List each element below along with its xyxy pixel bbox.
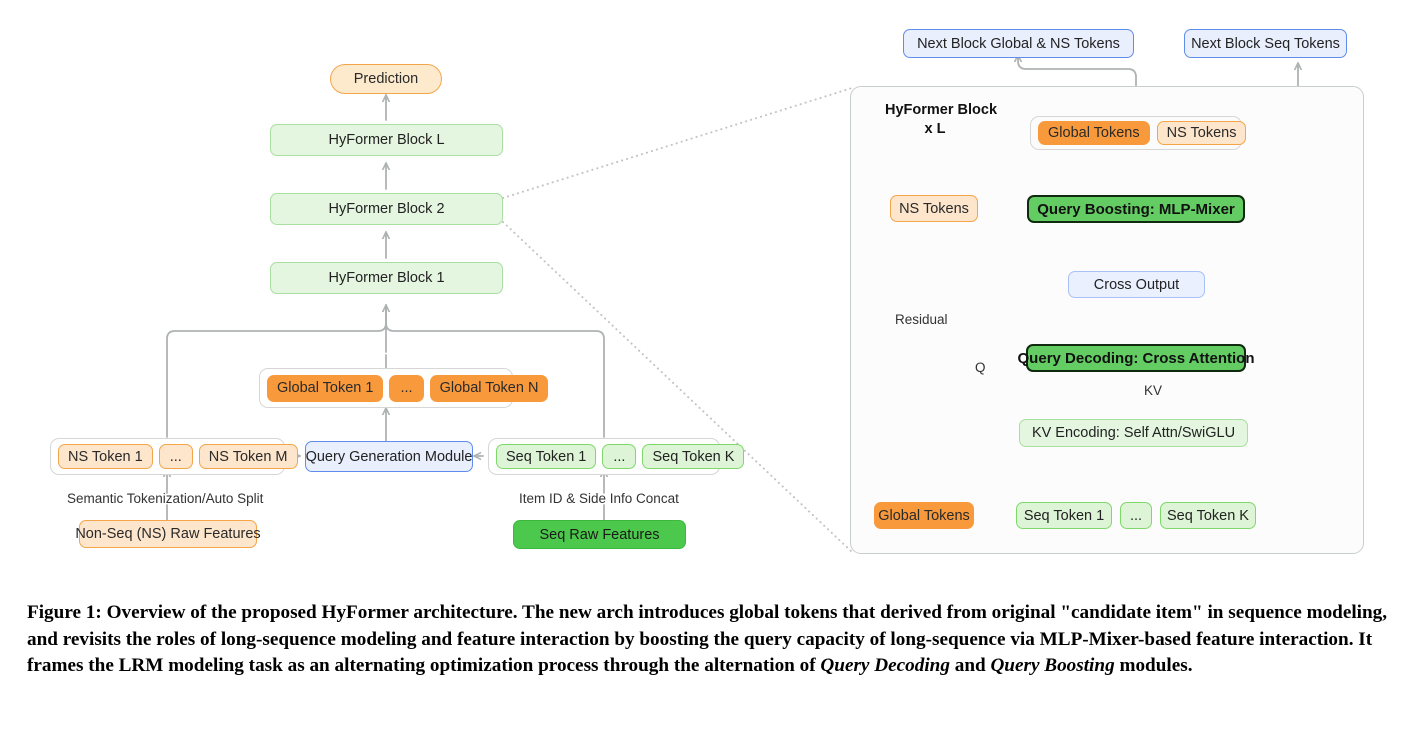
global-token-1[interactable]: Global Token 1	[267, 374, 384, 402]
seq-token-ellipsis[interactable]: ...	[602, 444, 637, 469]
ns-tokens-input[interactable]: NS Tokens	[890, 195, 978, 222]
panel-ns-tokens[interactable]: NS Tokens	[1156, 121, 1247, 145]
panel-title: HyFormer Block x L	[885, 101, 997, 139]
panel-title-line1: HyFormer Block	[885, 102, 998, 118]
query-boosting-mlp-mixer[interactable]: Query Boosting: MLP-Mixer	[1027, 195, 1245, 223]
seq-raw-features[interactable]: Seq Raw Features	[513, 520, 686, 549]
edge-label-q: Q	[975, 360, 986, 375]
ns-token-1[interactable]: NS Token 1	[58, 444, 153, 469]
query-generation-module[interactable]: Query Generation Module	[305, 441, 473, 472]
ns-raw-features[interactable]: Non-Seq (NS) Raw Features	[75, 520, 261, 548]
seq-token-k[interactable]: Seq Token K	[642, 444, 745, 469]
hyformer-block-1[interactable]: HyFormer Block 1	[270, 262, 503, 294]
kv-encoding-self-attn-swiglu[interactable]: KV Encoding: Self Attn/SwiGLU	[1019, 419, 1248, 447]
seq-token-1[interactable]: Seq Token 1	[496, 444, 597, 469]
panel-title-line2: x L	[924, 121, 946, 137]
panel-seq-token-k[interactable]: Seq Token K	[1160, 502, 1256, 529]
edge-label-kv: KV	[1144, 383, 1163, 398]
caption-prefix: Figure 1: Overview of the proposed HyFor…	[27, 602, 1388, 676]
caption-mid: and	[949, 655, 991, 676]
edge-label-residual: Residual	[895, 312, 948, 327]
next-block-global-ns-tokens[interactable]: Next Block Global & NS Tokens	[903, 29, 1134, 58]
ns-token-ellipsis[interactable]: ...	[158, 444, 193, 469]
caption-italic-2: Query Boosting	[990, 655, 1115, 676]
caption-italic-1: Query Decoding	[820, 655, 950, 676]
panel-seq-token-1[interactable]: Seq Token 1	[1016, 502, 1112, 529]
hyformer-block-l[interactable]: HyFormer Block L	[270, 124, 503, 156]
figure-caption: Figure 1: Overview of the proposed HyFor…	[27, 600, 1393, 680]
seq-token-group: Seq Token 1 ... Seq Token K	[488, 438, 745, 475]
global-token-group: Global Token 1 ... Global Token N	[259, 368, 549, 408]
hyformer-block-2[interactable]: HyFormer Block 2	[270, 193, 503, 225]
prediction-node[interactable]: Prediction	[330, 64, 442, 94]
query-decoding-cross-attention[interactable]: Query Decoding: Cross Attention	[1018, 344, 1254, 372]
panel-token-group: Global Tokens NS Tokens	[1030, 116, 1247, 150]
panel-global-tokens[interactable]: Global Tokens	[1038, 121, 1150, 145]
hyformer-block-detail-panel	[850, 86, 1364, 554]
global-token-ellipsis[interactable]: ...	[389, 374, 424, 402]
ns-token-group: NS Token 1 ... NS Token M	[50, 438, 298, 475]
edge-label-item-id-concat: Item ID & Side Info Concat	[519, 491, 679, 506]
caption-suffix: modules.	[1114, 655, 1193, 676]
next-block-seq-tokens[interactable]: Next Block Seq Tokens	[1184, 29, 1347, 58]
ns-token-m[interactable]: NS Token M	[198, 444, 298, 469]
panel-global-tokens-input[interactable]: Global Tokens	[874, 502, 974, 529]
cross-output[interactable]: Cross Output	[1068, 271, 1205, 298]
edge-label-semantic-tokenization: Semantic Tokenization/Auto Split	[67, 491, 264, 506]
global-token-n[interactable]: Global Token N	[429, 374, 549, 402]
panel-seq-token-ellipsis[interactable]: ...	[1120, 502, 1152, 529]
